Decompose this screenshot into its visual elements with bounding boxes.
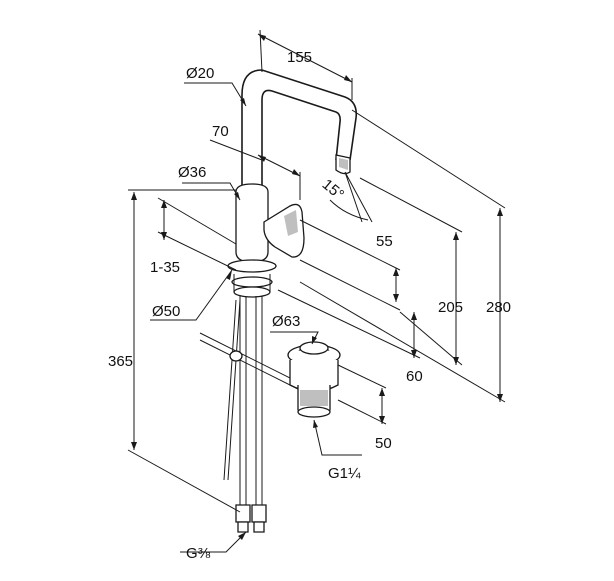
dimension-70 xyxy=(209,139,301,200)
supply-hoses xyxy=(223,296,267,533)
label-d36: Ø36 xyxy=(178,164,206,181)
dimension-d36 xyxy=(182,182,241,201)
dimension-d50-base xyxy=(150,269,233,321)
faucet-body xyxy=(227,183,305,298)
label-g38: G⅜ xyxy=(186,545,211,562)
dimension-365 xyxy=(127,189,241,513)
label-280: 280 xyxy=(486,299,511,316)
label-g114: G1¼ xyxy=(328,465,361,482)
label-15deg: 15° xyxy=(319,176,347,204)
label-d63: Ø63 xyxy=(272,313,300,330)
dimension-155 xyxy=(257,29,353,100)
label-d20: Ø20 xyxy=(186,65,214,82)
label-70: 70 xyxy=(212,123,229,140)
dimension-g38 xyxy=(180,531,247,553)
dimension-d20 xyxy=(184,82,247,107)
dimension-50 xyxy=(337,364,387,425)
dimension-d63 xyxy=(270,331,319,345)
dimension-205 xyxy=(359,177,463,366)
drain-valve xyxy=(287,341,341,418)
dimension-g114 xyxy=(313,419,362,456)
pull-rod xyxy=(199,332,301,391)
label-1-35: 1-35 xyxy=(150,259,180,276)
label-55: 55 xyxy=(376,233,393,250)
label-50: 50 xyxy=(375,435,392,452)
label-d50-base: Ø50 xyxy=(152,303,180,320)
label-365: 365 xyxy=(108,353,133,370)
dimension-60 xyxy=(277,289,421,359)
label-205: 205 xyxy=(438,299,463,316)
faucet-spout xyxy=(241,69,358,190)
dimension-280 xyxy=(299,109,506,403)
label-60: 60 xyxy=(406,368,423,385)
label-155: 155 xyxy=(287,49,312,66)
dimension-1-35 xyxy=(157,197,237,271)
dimension-15deg xyxy=(329,171,373,223)
dimension-55 xyxy=(299,219,401,311)
